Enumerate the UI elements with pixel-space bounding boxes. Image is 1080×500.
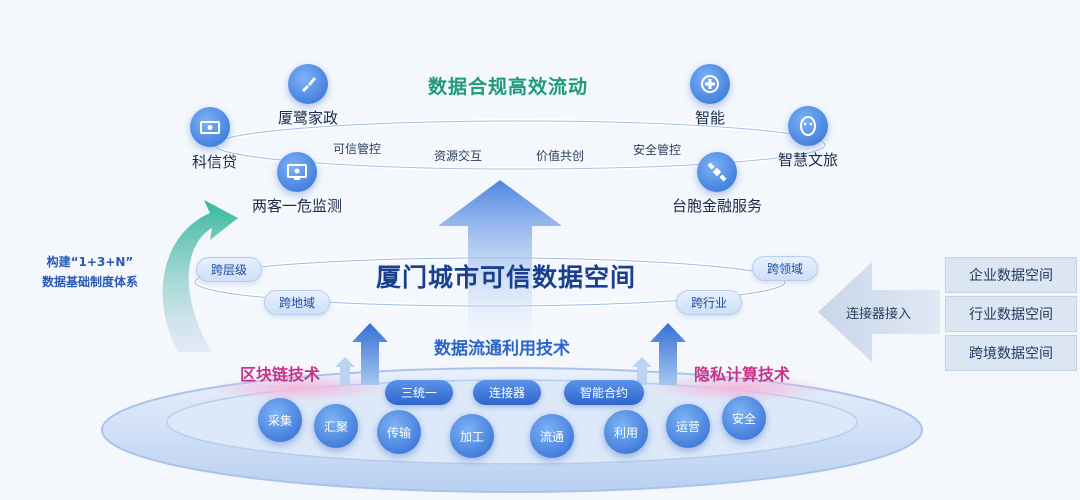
node-transmit[interactable]: 传输 bbox=[377, 410, 421, 454]
node-circulate[interactable]: 流通 bbox=[530, 414, 574, 458]
up-arrow-right bbox=[650, 323, 686, 385]
cross-border-data-space[interactable]: 跨境数据空间 bbox=[945, 335, 1077, 371]
node-process[interactable]: 加工 bbox=[450, 414, 494, 458]
medical-cross-icon bbox=[690, 64, 730, 104]
ring-label-resource: 资源交互 bbox=[434, 149, 483, 163]
top-title: 数据合规高效流动 bbox=[428, 76, 589, 98]
privacy-computing-label: 隐私计算技术 bbox=[694, 365, 791, 384]
tech-pill-smart-contract[interactable]: 智能合约 bbox=[564, 380, 645, 405]
ring-label-trust: 可信管控 bbox=[333, 142, 382, 156]
blockchain-label: 区块链技术 bbox=[240, 365, 321, 384]
app-taibao[interactable]: 台胞金融服务 bbox=[672, 152, 762, 216]
node-aggregate[interactable]: 汇聚 bbox=[314, 404, 358, 448]
app-label-taibao: 台胞金融服务 bbox=[672, 197, 763, 215]
pill-cross-domain: 跨领域 bbox=[752, 256, 819, 281]
app-label-zhineng: 智能 bbox=[694, 109, 725, 127]
side-text-line2: 数据基础制度体系 bbox=[41, 275, 138, 289]
tech-pill-unify[interactable]: 三统一 bbox=[385, 380, 454, 405]
app-liangke[interactable]: 两客一危监测 bbox=[252, 152, 342, 216]
ring-label-value: 价值共创 bbox=[536, 149, 585, 163]
monitor-icon bbox=[277, 152, 317, 192]
node-operate[interactable]: 运营 bbox=[666, 404, 710, 448]
enterprise-data-space[interactable]: 企业数据空间 bbox=[945, 257, 1077, 293]
app-zhineng[interactable]: 智能 bbox=[690, 64, 730, 128]
curved-arrow bbox=[162, 200, 238, 352]
industry-data-space[interactable]: 行业数据空间 bbox=[945, 296, 1077, 332]
app-jiazheng[interactable]: 厦鹭家政 bbox=[278, 64, 338, 128]
app-wenlv[interactable]: 智慧文旅 bbox=[778, 106, 838, 170]
pill-cross-industry: 跨行业 bbox=[676, 290, 743, 315]
app-label-kexindai: 科信贷 bbox=[192, 153, 238, 171]
side-text: 构建“1+3+N” 数据基础制度体系 bbox=[30, 252, 150, 292]
central-up-arrow bbox=[438, 180, 562, 340]
money-icon bbox=[190, 107, 230, 147]
node-secure[interactable]: 安全 bbox=[722, 396, 766, 440]
face-icon bbox=[788, 106, 828, 146]
up-arrow-left bbox=[352, 323, 388, 385]
node-utilize[interactable]: 利用 bbox=[604, 410, 648, 454]
tech-pill-connector[interactable]: 连接器 bbox=[473, 380, 542, 405]
app-label-wenlv: 智慧文旅 bbox=[778, 151, 839, 169]
app-kexindai[interactable] bbox=[190, 107, 230, 147]
brush-icon bbox=[288, 64, 328, 104]
app-label-jiazheng: 厦鹭家政 bbox=[278, 109, 339, 127]
connector-access-label: 连接器接入 bbox=[846, 307, 912, 322]
tech-title: 数据流通利用技术 bbox=[434, 339, 570, 359]
pill-cross-region: 跨地域 bbox=[264, 290, 331, 315]
side-text-line1: 构建“1+3+N” bbox=[46, 255, 134, 269]
connector-arrow bbox=[818, 262, 940, 362]
pill-cross-level: 跨层级 bbox=[196, 257, 263, 282]
ring-label-security: 安全管控 bbox=[633, 143, 682, 157]
app-label-liangke: 两客一危监测 bbox=[252, 197, 343, 215]
main-title: 厦门城市可信数据空间 bbox=[376, 263, 637, 292]
node-collect[interactable]: 采集 bbox=[258, 398, 302, 442]
satellite-icon bbox=[697, 152, 737, 192]
